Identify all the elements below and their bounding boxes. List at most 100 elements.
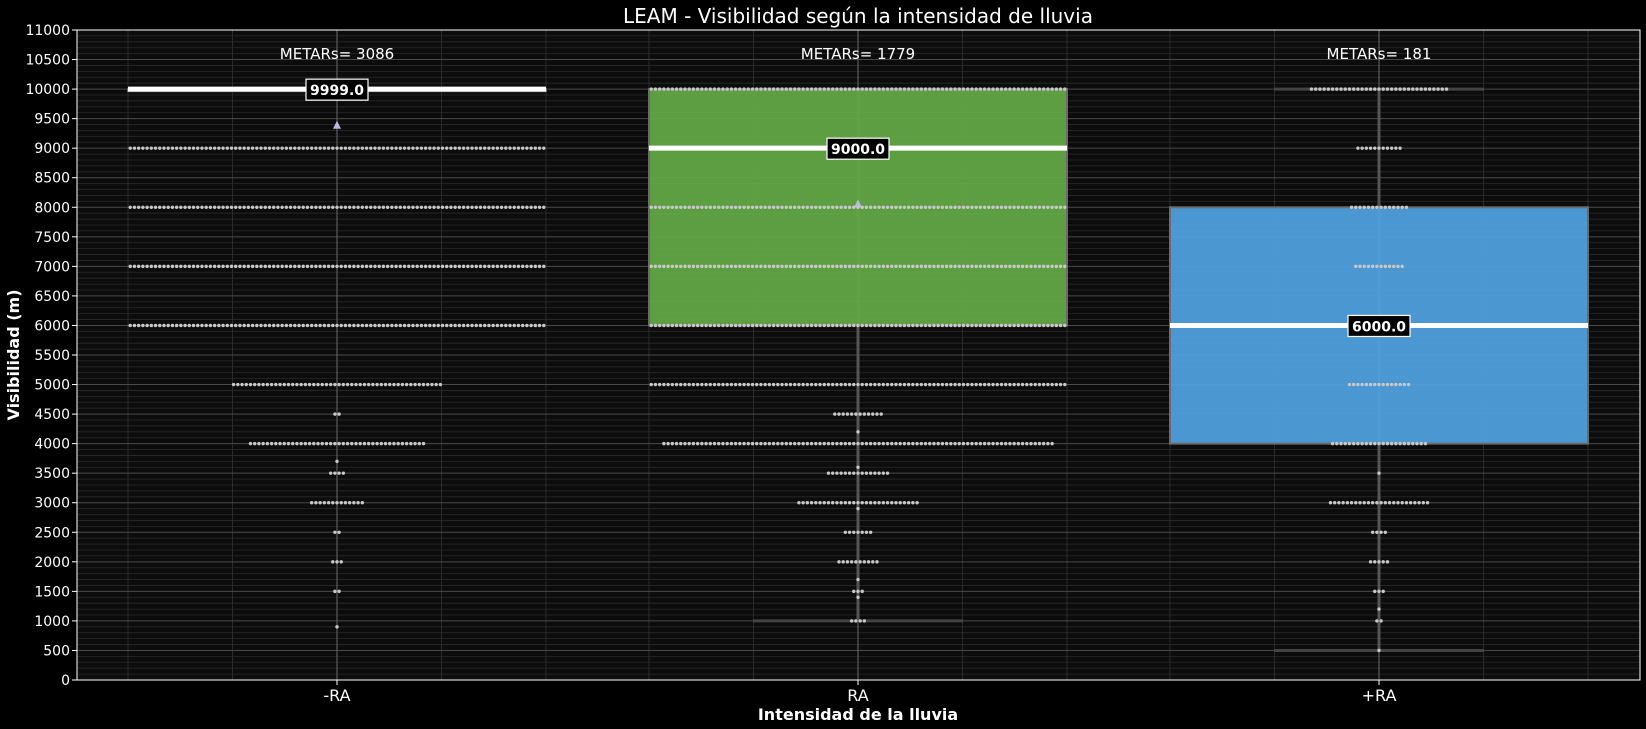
swarm-point: [196, 205, 200, 209]
swarm-point: [755, 441, 759, 446]
swarm-point: [343, 205, 348, 209]
swarm-point: [687, 323, 691, 328]
swarm-point: [1368, 382, 1373, 387]
swarm-point: [670, 87, 675, 91]
swarm-point: [1373, 382, 1377, 387]
swarm-point: [666, 205, 670, 209]
swarm-point: [839, 205, 843, 209]
swarm-point: [822, 441, 826, 446]
swarm-point: [457, 264, 462, 269]
swarm-point: [961, 323, 966, 328]
swarm-point: [246, 146, 251, 150]
swarm-point: [1016, 382, 1021, 387]
swarm-point: [742, 323, 746, 328]
swarm-point: [280, 264, 284, 269]
swarm-point: [1046, 382, 1050, 387]
swarm-point: [862, 412, 867, 416]
swarm-point: [419, 264, 424, 269]
swarm-point: [383, 441, 388, 446]
swarm-point: [839, 501, 843, 505]
swarm-point: [512, 323, 516, 328]
swarm-point: [166, 146, 170, 150]
swarm-point: [847, 501, 852, 505]
swarm-point: [902, 501, 907, 505]
swarm-point: [309, 323, 314, 328]
swarm-point: [729, 264, 734, 269]
swarm-point: [187, 323, 191, 328]
swarm-point: [849, 560, 854, 564]
swarm-point: [1343, 87, 1347, 91]
swarm-point: [333, 530, 337, 534]
swarm-point: [312, 441, 316, 446]
swarm-point: [712, 264, 717, 269]
swarm-point: [911, 87, 915, 91]
swarm-point: [369, 323, 373, 328]
swarm-point: [894, 382, 898, 387]
swarm-point: [328, 382, 333, 387]
swarm-point: [1354, 264, 1358, 269]
swarm-point: [495, 205, 500, 209]
swarm-point: [771, 382, 776, 387]
swarm-point: [885, 382, 890, 387]
swarm-point: [999, 441, 1004, 446]
swarm-point: [1339, 87, 1343, 91]
swarm-point: [733, 87, 738, 91]
swarm-point: [801, 501, 805, 505]
swarm-point: [780, 323, 784, 328]
swarm-point: [360, 323, 365, 328]
swarm-point: [700, 323, 704, 328]
swarm-point: [881, 205, 886, 209]
swarm-point: [906, 501, 911, 505]
swarm-point: [449, 205, 453, 209]
swarm-point: [1037, 382, 1042, 387]
swarm-point: [229, 205, 234, 209]
swarm-point: [788, 441, 793, 446]
swarm-point: [843, 382, 848, 387]
swarm-point: [385, 146, 390, 150]
swarm-point: [717, 441, 721, 446]
swarm-point: [843, 530, 848, 534]
swarm-point: [432, 323, 436, 328]
swarm-point: [841, 560, 845, 564]
swarm-point: [1368, 87, 1373, 91]
swarm-point: [409, 382, 413, 387]
swarm-point: [337, 530, 341, 534]
swarm-point: [331, 323, 335, 328]
swarm-point: [839, 323, 843, 328]
swarm-point: [381, 205, 386, 209]
swarm-point: [923, 87, 928, 91]
swarm-point: [364, 264, 369, 269]
swarm-point: [717, 382, 721, 387]
swarm-point: [379, 441, 384, 446]
swarm-point: [953, 264, 957, 269]
swarm-point: [248, 441, 253, 446]
swarm-point: [487, 205, 491, 209]
swarm-point: [309, 146, 314, 150]
swarm-point: [339, 146, 343, 150]
swarm-point: [801, 382, 805, 387]
swarm-point: [231, 382, 236, 387]
swarm-point: [1326, 87, 1331, 91]
swarm-point: [375, 382, 379, 387]
swarm-point: [1356, 146, 1360, 150]
swarm-point: [141, 323, 145, 328]
swarm-point: [750, 441, 755, 446]
swarm-point: [849, 412, 854, 416]
swarm-point: [856, 530, 860, 534]
swarm-point: [839, 441, 843, 446]
swarm-point: [852, 471, 856, 475]
y-tick-label: 8500: [34, 171, 70, 187]
y-tick-label: 3000: [34, 496, 70, 512]
swarm-point: [1375, 264, 1379, 269]
swarm-point: [814, 441, 818, 446]
swarm-point: [314, 205, 318, 209]
swarm-point: [162, 323, 166, 328]
swarm-point: [662, 441, 666, 446]
swarm-point: [234, 323, 238, 328]
swarm-point: [822, 382, 826, 387]
swarm-point: [1402, 441, 1407, 446]
swarm-point: [919, 264, 923, 269]
swarm-point: [923, 205, 928, 209]
swarm-point: [290, 441, 295, 446]
swarm-point: [1050, 323, 1054, 328]
